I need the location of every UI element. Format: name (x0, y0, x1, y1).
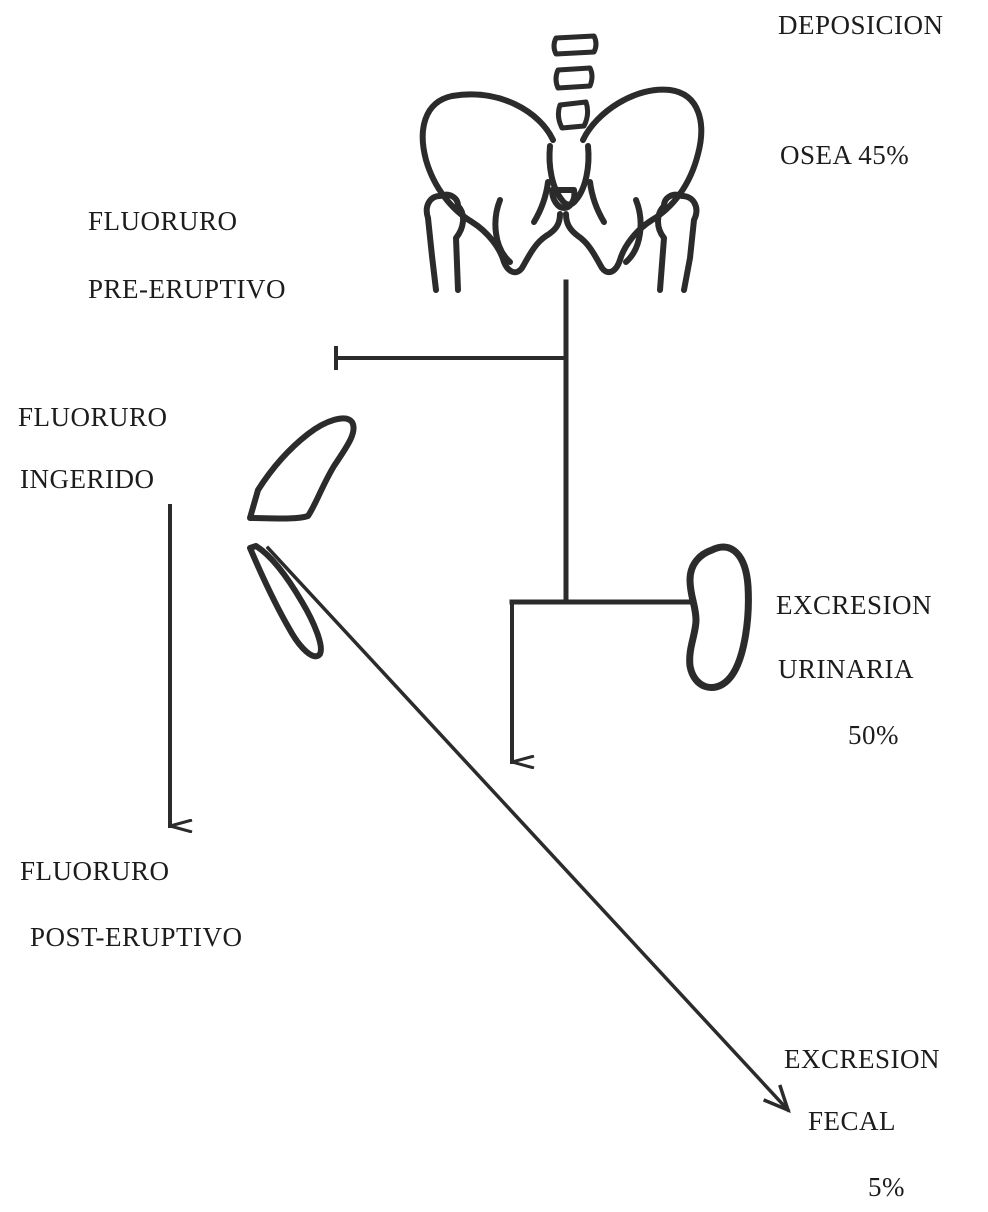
mouth-icon (250, 418, 354, 656)
pre-eruptivo-label: PRE-ERUPTIVO (88, 276, 286, 303)
urinaria-excresion-label: EXCRESION (776, 592, 932, 619)
kidney-icon (690, 547, 749, 688)
fecal-percentage-label: 5% (868, 1174, 905, 1201)
spine-icon (554, 36, 596, 128)
fecal-excresion-label: EXCRESION (784, 1046, 940, 1073)
connector-lines (170, 282, 788, 1110)
post-eruptivo-fluoruro-label: FLUORURO (20, 858, 170, 885)
pre-eruptivo-fluoruro-label: FLUORURO (88, 208, 238, 235)
urinaria-percentage-label: 50% (848, 722, 899, 749)
deposicion-label: DEPOSICION (778, 12, 944, 39)
fecal-label: FECAL (808, 1108, 896, 1135)
ingerido-label: INGERIDO (20, 466, 154, 493)
post-eruptivo-label: POST-ERUPTIVO (30, 924, 243, 951)
pelvis-icon (423, 90, 701, 290)
osea-percentage-label: OSEA 45% (780, 142, 909, 169)
urinaria-label: URINARIA (778, 656, 914, 683)
ingerido-fluoruro-label: FLUORURO (18, 404, 168, 431)
